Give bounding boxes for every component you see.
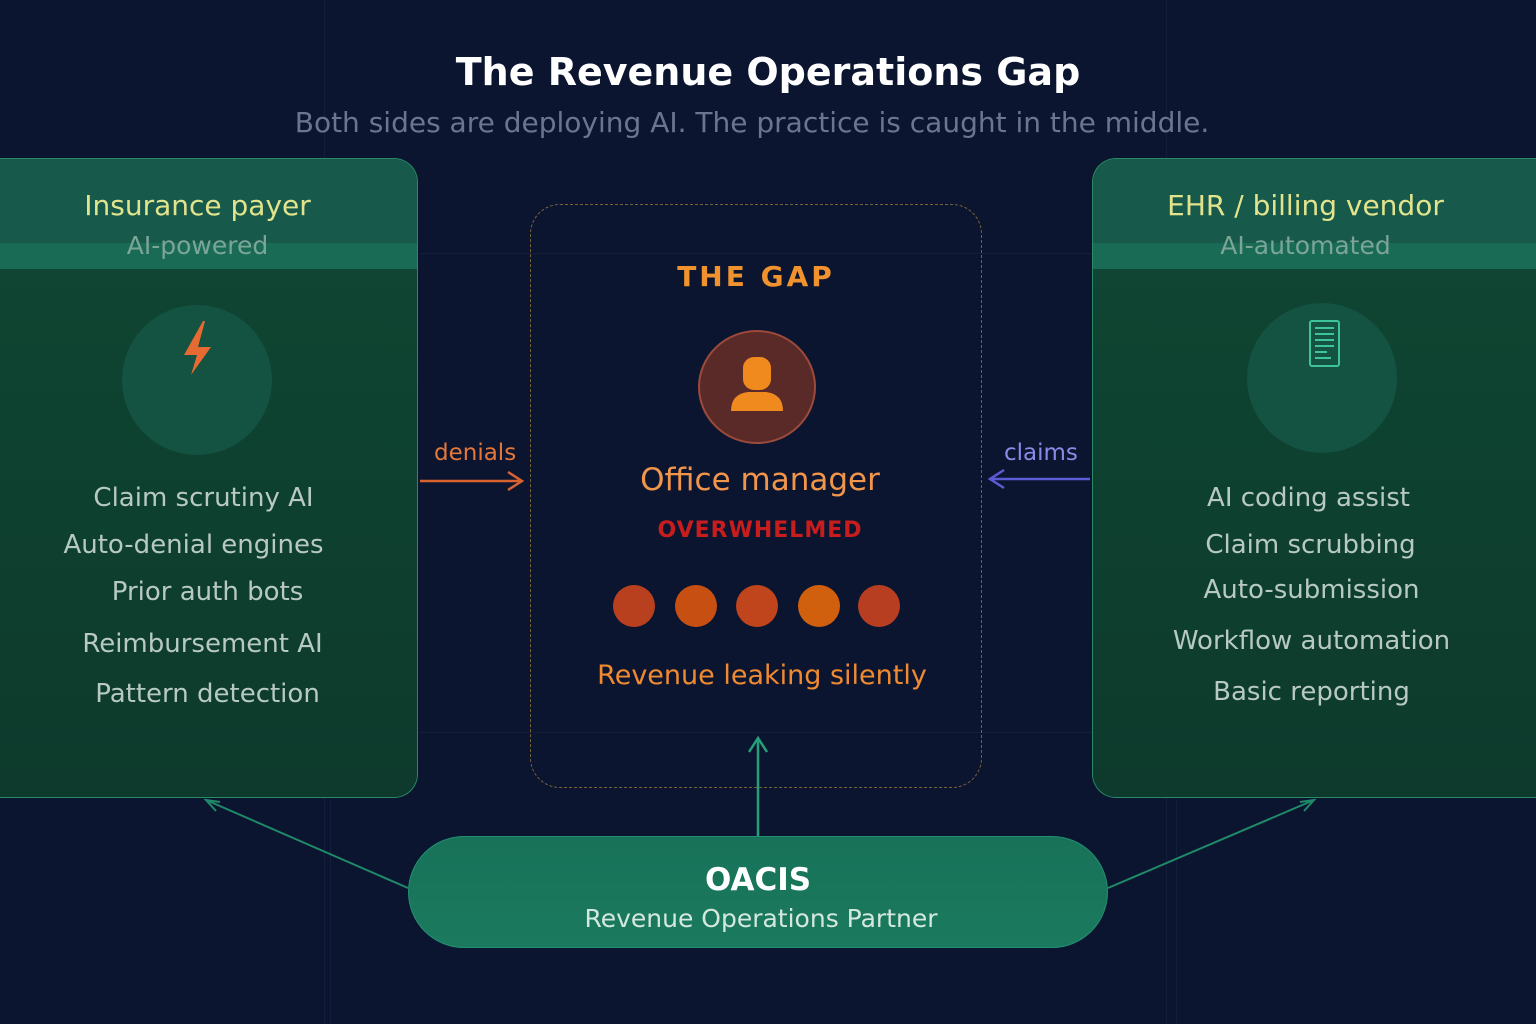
list-item: Claim scrubbing bbox=[1205, 530, 1416, 560]
vendor-panel: EHR / billing vendor AI-automated AI cod… bbox=[1092, 158, 1536, 798]
list-item: Workflow automation bbox=[1172, 626, 1451, 656]
workload-dot bbox=[798, 585, 840, 627]
list-item: Reimbursement AI bbox=[82, 629, 323, 659]
grid-line bbox=[420, 253, 1110, 254]
diagram-subtitle: Both sides are deploying AI. The practic… bbox=[294, 106, 1210, 139]
vendor-heading: EHR / billing vendor bbox=[1167, 189, 1444, 222]
lightning-icon bbox=[184, 321, 211, 375]
revenue-leak-label: Revenue leaking silently bbox=[597, 660, 927, 691]
person-icon bbox=[731, 357, 783, 411]
list-item: Pattern detection bbox=[95, 679, 320, 709]
grid-line bbox=[1176, 800, 1177, 1024]
grid-line bbox=[420, 732, 1110, 733]
denials-arrow bbox=[420, 470, 525, 492]
workload-dot bbox=[675, 585, 717, 627]
workload-dot bbox=[613, 585, 655, 627]
partner-pill bbox=[408, 836, 1108, 948]
list-item: Auto-denial engines bbox=[63, 530, 324, 560]
panel-header-band bbox=[1093, 159, 1536, 243]
list-item: Prior auth bots bbox=[111, 577, 304, 607]
payer-panel: Insurance payer AI-powered Claim scrutin… bbox=[0, 158, 418, 798]
partner-role: Revenue Operations Partner bbox=[584, 904, 938, 933]
vendor-capability-list: AI coding assist Claim scrubbing Auto-su… bbox=[1093, 475, 1536, 710]
avatar bbox=[698, 330, 816, 444]
document-icon bbox=[1309, 320, 1340, 367]
payer-heading: Insurance payer bbox=[84, 189, 311, 222]
diagram-title: The Revenue Operations Gap bbox=[455, 50, 1081, 94]
panel-header-band bbox=[0, 159, 417, 243]
list-item: Auto-submission bbox=[1203, 575, 1420, 605]
list-item: Basic reporting bbox=[1213, 677, 1410, 707]
partner-right-arrow bbox=[1107, 798, 1317, 889]
vendor-icon-circle bbox=[1247, 303, 1397, 453]
list-item: Claim scrutiny AI bbox=[93, 483, 314, 513]
payer-subheading: AI-powered bbox=[126, 231, 269, 260]
partner-name: OACIS bbox=[704, 862, 812, 898]
list-item: AI coding assist bbox=[1207, 483, 1410, 513]
partner-left-arrow bbox=[203, 798, 409, 889]
denials-label: denials bbox=[434, 440, 517, 466]
vendor-subheading: AI-automated bbox=[1220, 231, 1391, 260]
panel-header-strip bbox=[1093, 243, 1536, 269]
payer-capability-list: Claim scrutiny AI Auto-denial engines Pr… bbox=[0, 475, 417, 712]
gap-box bbox=[530, 204, 982, 788]
workload-dot bbox=[858, 585, 900, 627]
gap-label: THE GAP bbox=[677, 260, 835, 293]
status-badge: OVERWHELMED bbox=[657, 518, 863, 543]
claims-label: claims bbox=[1004, 440, 1078, 466]
claims-arrow bbox=[987, 468, 1090, 490]
workload-dot bbox=[736, 585, 778, 627]
payer-icon-circle bbox=[122, 305, 272, 455]
office-manager-label: Office manager bbox=[640, 462, 880, 498]
grid-line bbox=[330, 800, 331, 1024]
panel-header-strip bbox=[0, 243, 417, 269]
partner-up-arrow bbox=[747, 735, 769, 836]
